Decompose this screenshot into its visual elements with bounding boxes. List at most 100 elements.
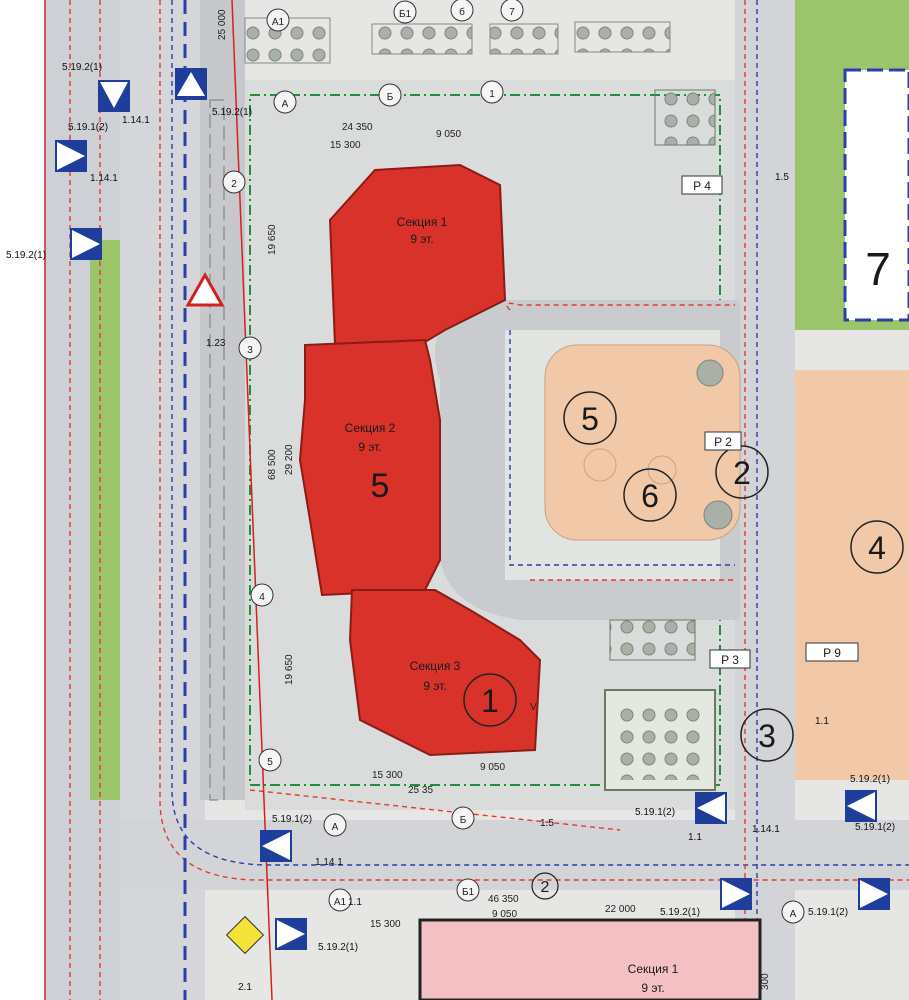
svg-text:А: А bbox=[282, 99, 289, 110]
playground-tree-2 bbox=[696, 359, 724, 387]
dim-label: 22 000 bbox=[605, 904, 636, 915]
dim-label: 9 050 bbox=[436, 129, 461, 140]
dim-label: 25 35 bbox=[408, 785, 433, 796]
dim-label: 300 bbox=[760, 973, 771, 990]
sign-codes: 5.19.2(1) 5.19.1(2) 5.19.2(1) 5.19.2(1) … bbox=[6, 62, 895, 953]
dim-label: 25 000 bbox=[217, 9, 228, 40]
parking-label: P 9 bbox=[823, 646, 841, 660]
north-tree-row-4 bbox=[574, 21, 671, 53]
sign-code: 5.19.1(2) bbox=[635, 807, 675, 818]
marker-label: 5 bbox=[581, 401, 599, 437]
zone-7-boundary bbox=[843, 68, 909, 322]
parking-box bbox=[805, 642, 859, 662]
marker-label: 3 bbox=[758, 718, 776, 754]
section-3-floors: 9 эт. bbox=[423, 679, 446, 693]
marker-circle bbox=[850, 520, 904, 574]
svg-text:А1: А1 bbox=[272, 17, 285, 28]
parking-box bbox=[709, 649, 751, 669]
marking-code: 1.1 bbox=[815, 716, 829, 727]
svg-text:Б: Б bbox=[460, 815, 467, 826]
circle-markers: 5 6 2 4 1 3 2 bbox=[463, 391, 904, 900]
marker-circle bbox=[563, 391, 617, 445]
marker-circle bbox=[715, 445, 769, 499]
axis-v-label: V bbox=[530, 702, 537, 713]
svg-text:А1: А1 bbox=[334, 897, 347, 908]
dim-label: 15 300 bbox=[330, 140, 361, 151]
left-margin bbox=[0, 0, 45, 1000]
children-sign bbox=[185, 271, 225, 307]
play-circle-1 bbox=[583, 448, 617, 482]
marker-label: 2 bbox=[541, 879, 550, 896]
parking-strip-west bbox=[200, 0, 245, 800]
marking-code: 1.1 bbox=[688, 832, 702, 843]
south-road bbox=[120, 820, 909, 890]
axis-letter: Б1 bbox=[456, 878, 480, 902]
crosswalk-sign bbox=[275, 918, 307, 950]
svg-text:3: 3 bbox=[247, 345, 253, 356]
parking-box bbox=[681, 175, 723, 195]
axis-letter: А1 bbox=[266, 8, 290, 32]
tree-row-mid bbox=[609, 619, 696, 661]
axis-letter: А bbox=[323, 813, 347, 837]
north-tree-row-3 bbox=[489, 23, 559, 55]
zone-7-number: 7 bbox=[865, 243, 891, 295]
svg-text:5: 5 bbox=[267, 757, 273, 768]
axis-number: 4 bbox=[250, 583, 274, 607]
marking-code: 1.5 bbox=[775, 172, 789, 183]
main-road-sign bbox=[225, 915, 265, 955]
crosswalk-sign bbox=[260, 830, 292, 862]
crosswalk-sign bbox=[55, 140, 87, 172]
marking-code: 1.1 bbox=[348, 897, 362, 908]
dim-label: 29 200 bbox=[284, 444, 295, 475]
svg-text:2: 2 bbox=[231, 179, 237, 190]
parking-label: P 2 bbox=[714, 435, 732, 449]
playground-tree bbox=[703, 500, 733, 530]
marker-circle bbox=[531, 872, 559, 900]
axis-letter: А bbox=[273, 90, 297, 114]
axis-letter: Б bbox=[378, 83, 402, 107]
marking-code: 1.14.1 bbox=[752, 824, 780, 835]
dim-label: 15 300 bbox=[372, 770, 403, 781]
dim-label: 15 300 bbox=[370, 919, 401, 930]
dim-label: 9 050 bbox=[480, 762, 505, 773]
axis-letter: Б bbox=[451, 806, 475, 830]
axis-letter: Б1 bbox=[393, 0, 417, 24]
marking-labels: 1.14.1 1.14.1 1.23 1.5 1.1 1.14.1 1.14.1… bbox=[90, 115, 829, 993]
svg-text:А: А bbox=[332, 822, 339, 833]
section-1-floors: 9 эт. bbox=[410, 232, 433, 246]
svg-text:1: 1 bbox=[489, 89, 495, 100]
marking-code: 1.23 bbox=[206, 338, 226, 349]
sign-code: 5.19.2(1) bbox=[850, 774, 890, 785]
svg-text:4: 4 bbox=[259, 592, 265, 603]
crosswalk-sign bbox=[720, 878, 752, 910]
axis-number: 5 bbox=[258, 748, 282, 772]
marker-label: 1 bbox=[481, 683, 499, 719]
sign-code: 5.19.2(1) bbox=[318, 942, 358, 953]
sign-code: 5.19.1(2) bbox=[272, 814, 312, 825]
section-1-name: Секция 1 bbox=[397, 215, 448, 229]
parking-labels: P 4 P 2 P 3 P 9 bbox=[681, 175, 859, 669]
axis-number: 2 bbox=[222, 170, 246, 194]
sign-code: 5.19.1(2) bbox=[68, 122, 108, 133]
marker-circle bbox=[623, 468, 677, 522]
crosswalk-sign bbox=[845, 790, 877, 822]
dimension-labels: 25 000 24 350 9 050 15 300 19 650 68 500… bbox=[217, 9, 771, 990]
parking-box bbox=[704, 431, 742, 451]
sign-code: 5.19.2(1) bbox=[62, 62, 102, 73]
dim-label: 46 350 bbox=[488, 894, 519, 905]
section-2-name: Секция 2 bbox=[345, 421, 396, 435]
crosswalk-sign bbox=[70, 228, 102, 260]
svg-text:Б: Б bbox=[387, 92, 394, 103]
crosswalk-sign bbox=[858, 878, 890, 910]
marker-circle bbox=[740, 708, 794, 762]
dim-label: 9 050 bbox=[492, 909, 517, 920]
svg-text:7: 7 bbox=[509, 7, 515, 18]
dim-label: 68 500 bbox=[267, 449, 278, 480]
tree-cluster-north bbox=[654, 89, 716, 146]
lower-tree-grid bbox=[620, 700, 700, 780]
marking-code: 2.1 bbox=[238, 982, 252, 993]
play-circle-2 bbox=[647, 455, 677, 485]
svg-text:А: А bbox=[790, 909, 797, 920]
